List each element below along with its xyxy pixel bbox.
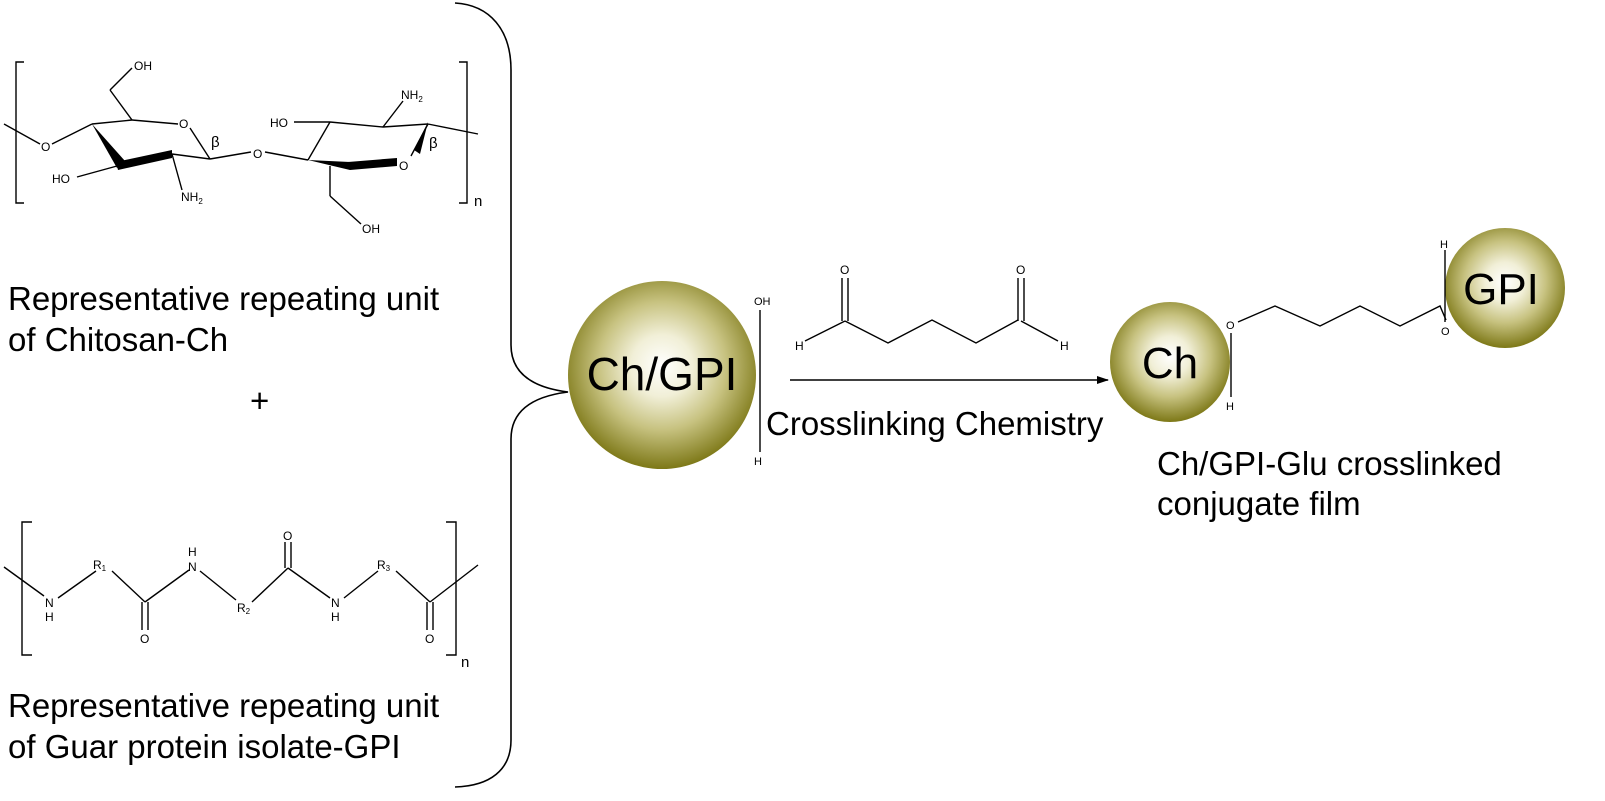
plus-sign: + <box>250 382 269 419</box>
gpi-repeat-n: n <box>461 654 469 671</box>
gpi-caption-line-1: Representative repeating unit <box>8 687 439 724</box>
product-ch-ball <box>1110 302 1230 422</box>
chitosan-ring-o-1: O <box>179 117 188 131</box>
gpi-bracket-right <box>446 521 457 656</box>
chitosan-link-o-mid: O <box>253 147 262 161</box>
chitosan-nh2-bottom: NH2 <box>181 190 203 206</box>
gpi-r2: R2 <box>237 601 251 616</box>
glu-o-right: O <box>1016 263 1025 277</box>
blend-oh: OH <box>754 296 771 308</box>
chitosan-link-o-left: O <box>41 140 50 154</box>
gpi-r3: R3 <box>377 558 391 573</box>
chitosan-repeat-n: n <box>474 193 482 210</box>
glutaraldehyde-structure: O H O H <box>795 263 1069 353</box>
product-gpi-ball <box>1445 228 1565 348</box>
product-caption-line-1: Ch/GPI-Glu crosslinked <box>1157 445 1502 482</box>
chitosan-structure: n O O OH HO NH2 β O O <box>3 59 482 236</box>
product-h-left: H <box>1226 401 1234 413</box>
product-ch-label: Ch <box>1142 339 1198 388</box>
product-gpi-label: GPI <box>1463 265 1539 314</box>
blend-h: H <box>754 456 762 468</box>
chitosan-bracket-right <box>459 61 468 204</box>
gpi-structure: n N H R1 O H N R2 O N H R3 O <box>3 521 479 671</box>
gpi-bracket-left <box>21 521 32 656</box>
gpi-r1: R1 <box>93 558 107 573</box>
glu-o-left: O <box>840 263 849 277</box>
product-linker: O H O H <box>1226 239 1450 413</box>
chitosan-beta-1: β <box>211 134 220 151</box>
product-h-right: H <box>1440 239 1448 251</box>
product-caption-line-2: conjugate film <box>1157 485 1361 522</box>
chitosan-oh-bottom: OH <box>362 222 380 236</box>
chitosan-beta-2: β <box>429 135 438 152</box>
product-o-left: O <box>1226 320 1235 332</box>
gpi-n-2: N <box>188 560 197 574</box>
gpi-n-3: N <box>331 596 340 610</box>
gpi-o-1: O <box>140 632 149 646</box>
blend-label: Ch/GPI <box>587 348 738 400</box>
chitosan-caption-line-2: of Chitosan-Ch <box>8 321 228 358</box>
gpi-o-2: O <box>283 529 292 543</box>
chitosan-oh-left: HO <box>52 172 70 186</box>
glu-h-left: H <box>795 339 804 353</box>
gpi-caption-line-2: of Guar protein isolate-GPI <box>8 728 401 765</box>
glu-h-right: H <box>1060 339 1069 353</box>
product-o-right: O <box>1441 326 1450 338</box>
gpi-n-1: N <box>45 596 54 610</box>
gpi-h-2: H <box>188 545 197 559</box>
gpi-h-1: H <box>45 610 54 624</box>
chitosan-caption-line-1: Representative repeating unit <box>8 280 439 317</box>
chitosan-nh2-top: NH2 <box>401 88 423 104</box>
gpi-o-3: O <box>425 632 434 646</box>
combining-brace <box>454 2 569 788</box>
chitosan-bracket-left <box>15 61 24 204</box>
blend-ball <box>568 281 756 469</box>
gpi-h-3: H <box>331 610 340 624</box>
reaction-label: Crosslinking Chemistry <box>766 405 1104 442</box>
chitosan-ring-o-2: O <box>399 159 408 173</box>
chitosan-ho-right: HO <box>270 116 288 130</box>
chitosan-oh-top: OH <box>134 59 152 73</box>
